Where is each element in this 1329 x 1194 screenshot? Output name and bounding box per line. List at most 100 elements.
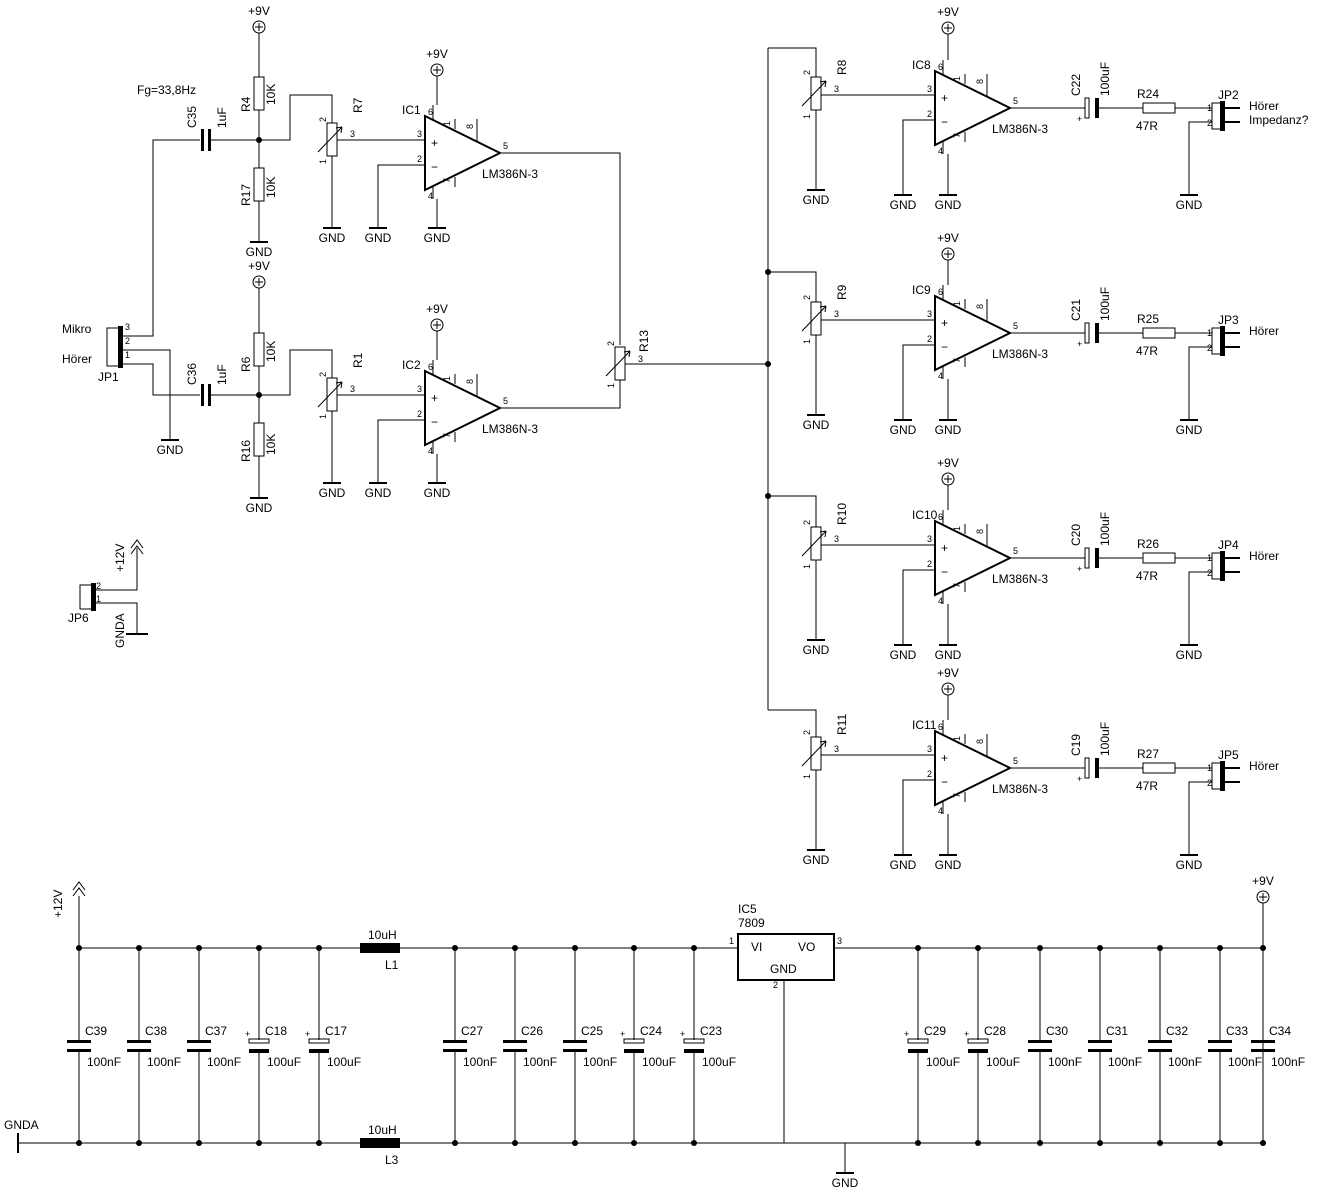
c19-capacitor-plate [1095,758,1099,778]
ic1-out [515,152,621,345]
amplifier-ic10 [934,519,1013,597]
gnd-label: GND [1176,648,1203,662]
pot-arrow-head [819,305,827,313]
gnd-label: GND [803,643,830,657]
polarity-plus: + [245,1029,250,1039]
c24-refdes: C24 [640,1024,662,1038]
pin-number: 4 [428,191,433,201]
c23-capacitor-plate [684,1049,704,1053]
jp6-gnda [96,602,138,634]
c19-refdes: C19 [1069,734,1083,756]
gnd-label: GND [319,231,346,245]
pin-number: 3 [834,744,839,754]
c32-value: 100nF [1168,1055,1202,1069]
pot-arrow-head [623,350,631,358]
r17-value: 10K [264,177,278,198]
gnd-label: GND [935,423,962,437]
l3-refdes: L3 [385,1153,399,1167]
jp6-refdes: JP6 [68,611,89,625]
r1-potentiometer [326,377,338,412]
gnd-label: GND [365,486,392,500]
supply-9v-label: +9V [937,231,959,245]
pin-number: 1 [442,376,452,381]
c25-capacitor [563,1040,587,1043]
r13-potentiometer [614,346,626,381]
c32-refdes: C32 [1166,1024,1188,1038]
r26-value: 47R [1136,569,1158,583]
c35-capacitor [201,129,204,151]
supply-9v-icon [941,472,955,486]
c36-value: 1uF [215,364,229,385]
jp5-refdes: JP5 [1218,748,1239,762]
ic-value: LM386N-3 [992,122,1048,136]
polarity-plus: + [904,1029,909,1039]
pin-number: 1 [952,526,962,531]
pin-number: 2 [125,336,130,346]
regulator-vi-label: VI [751,940,762,954]
pin-number: 5 [1013,546,1018,556]
jp3-refdes: JP3 [1218,313,1239,327]
pin-number: 1 [1207,763,1212,773]
r16-refdes: R16 [239,440,253,462]
polarity-plus: + [1077,774,1082,784]
c17-capacitor [308,1038,330,1044]
c37-capacitor-plate [187,1049,211,1052]
c27-capacitor-plate [443,1049,467,1052]
jp2-refdes: JP2 [1218,88,1239,102]
r17-refdes: R17 [239,184,253,206]
c18-value: 100uF [267,1055,301,1069]
ic-value: LM386N-3 [992,782,1048,796]
r9-potentiometer [810,301,822,336]
pin-number: 3 [417,129,422,139]
c39-capacitor [67,1040,91,1043]
gnd-label: GND [935,198,962,212]
amplifier-ic1 [424,114,503,192]
pin-number: 3 [417,384,422,394]
c24-capacitor-plate [624,1049,644,1053]
inverting-sign: − [431,160,438,174]
pin-number: 2 [1207,568,1212,578]
c20-capacitor [1084,547,1090,569]
pin-number: 8 [975,739,985,744]
jp1-connector-bar [118,326,123,368]
pin-number: 1 [1207,328,1212,338]
pin-number: 6 [938,62,943,72]
c22-capacitor-plate [1095,98,1099,118]
supply-9v-icon [941,247,955,261]
c25-capacitor-plate [563,1049,587,1052]
pin-number: 1 [318,414,328,419]
r26-resistor [1142,552,1176,564]
pin-number: 8 [975,529,985,534]
gnd-label: GND [1176,858,1203,872]
pin-number: 1 [802,564,812,569]
noninverting-sign: + [941,751,948,765]
r16-resistor [253,422,265,457]
r6-resistor [253,332,265,367]
pin-number: 2 [417,154,422,164]
gnd-label: GND [1176,198,1203,212]
amp-inv-gnd [902,344,920,420]
c33-value: 100nF [1228,1055,1262,1069]
c19-value: 100uF [1098,722,1112,756]
amplifier-ic8 [934,69,1013,147]
pin-number: 2 [1207,778,1212,788]
c33-refdes: C33 [1226,1024,1248,1038]
c35-capacitor-plate [208,129,211,151]
pin-number: 5 [1013,321,1018,331]
c18-capacitor [248,1038,270,1044]
c21-value: 100uF [1098,287,1112,321]
ic5-value: 7809 [738,916,765,930]
inverting-sign: − [431,415,438,429]
pin-number: 1 [952,736,962,741]
bus-to-r9 [768,271,817,302]
r4-refdes: R4 [239,96,253,112]
r27-resistor [1142,762,1176,774]
l3-inductor [360,1138,400,1148]
pin-number: 6 [938,722,943,732]
c21-capacitor-plate [1095,323,1099,343]
r10-potentiometer [810,526,822,561]
jp2-connector-bar [1220,101,1225,131]
supply-9v-label: +9V [1252,874,1274,888]
regulator-7809 [737,933,835,981]
pin-number: 7 [952,793,962,798]
